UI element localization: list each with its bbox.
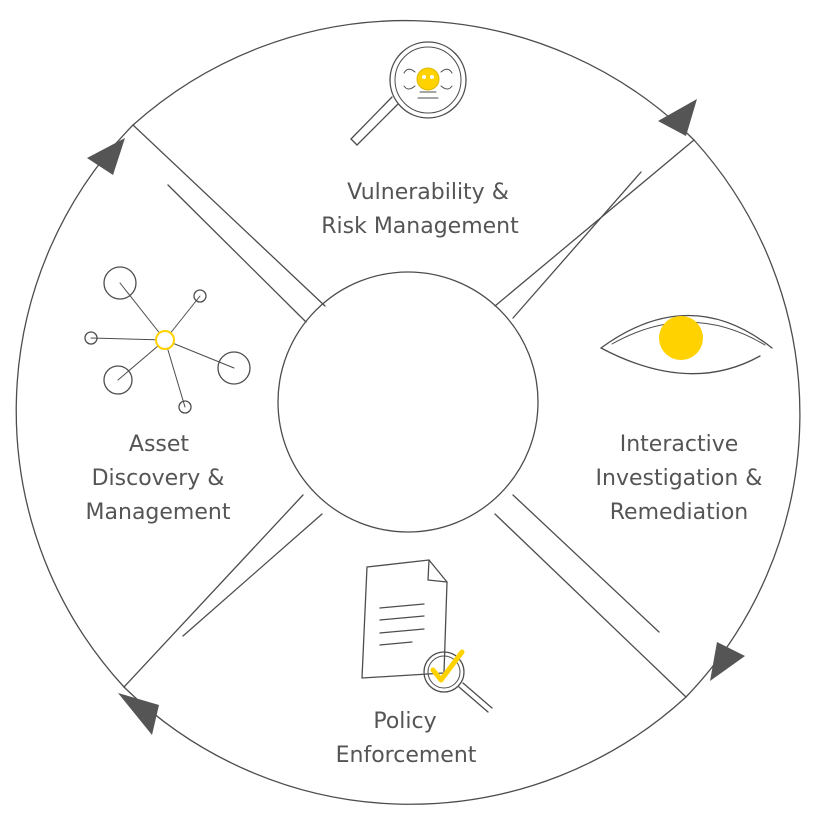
network-nodes-icon bbox=[84, 266, 251, 414]
arc-left bbox=[15, 124, 134, 688]
document-check-icon bbox=[361, 559, 493, 713]
center-hub bbox=[277, 271, 539, 533]
arc-right bbox=[685, 139, 801, 698]
investigation-label-line1: Interactive bbox=[620, 432, 739, 457]
policy-label-line2: Enforcement bbox=[336, 743, 477, 768]
magnifier-bug-icon bbox=[350, 41, 467, 146]
cycle-arrows bbox=[87, 99, 745, 735]
outer-ring bbox=[15, 19, 801, 805]
arrow-top-right-icon bbox=[658, 99, 697, 136]
arrow-bottom-left-icon bbox=[118, 693, 159, 735]
asset-label-line2: Discovery & bbox=[92, 466, 225, 491]
arc-bottom bbox=[123, 686, 687, 805]
investigation-label-line3: Remediation bbox=[610, 500, 749, 525]
policy-label-line1: Policy bbox=[373, 709, 436, 734]
arrow-bottom-right-icon bbox=[710, 642, 745, 681]
segment-dividers bbox=[123, 124, 695, 698]
investigation-label-line2: Investigation & bbox=[596, 466, 763, 491]
asset-label-line3: Management bbox=[86, 500, 231, 525]
asset-label-line1: Asset bbox=[129, 432, 190, 457]
arc-top bbox=[132, 19, 695, 141]
vulnerability-label-line1: Vulnerability & bbox=[347, 180, 509, 205]
eye-icon bbox=[600, 314, 773, 375]
arrow-top-left-icon bbox=[87, 138, 125, 175]
vulnerability-label-line2: Risk Management bbox=[321, 214, 519, 239]
